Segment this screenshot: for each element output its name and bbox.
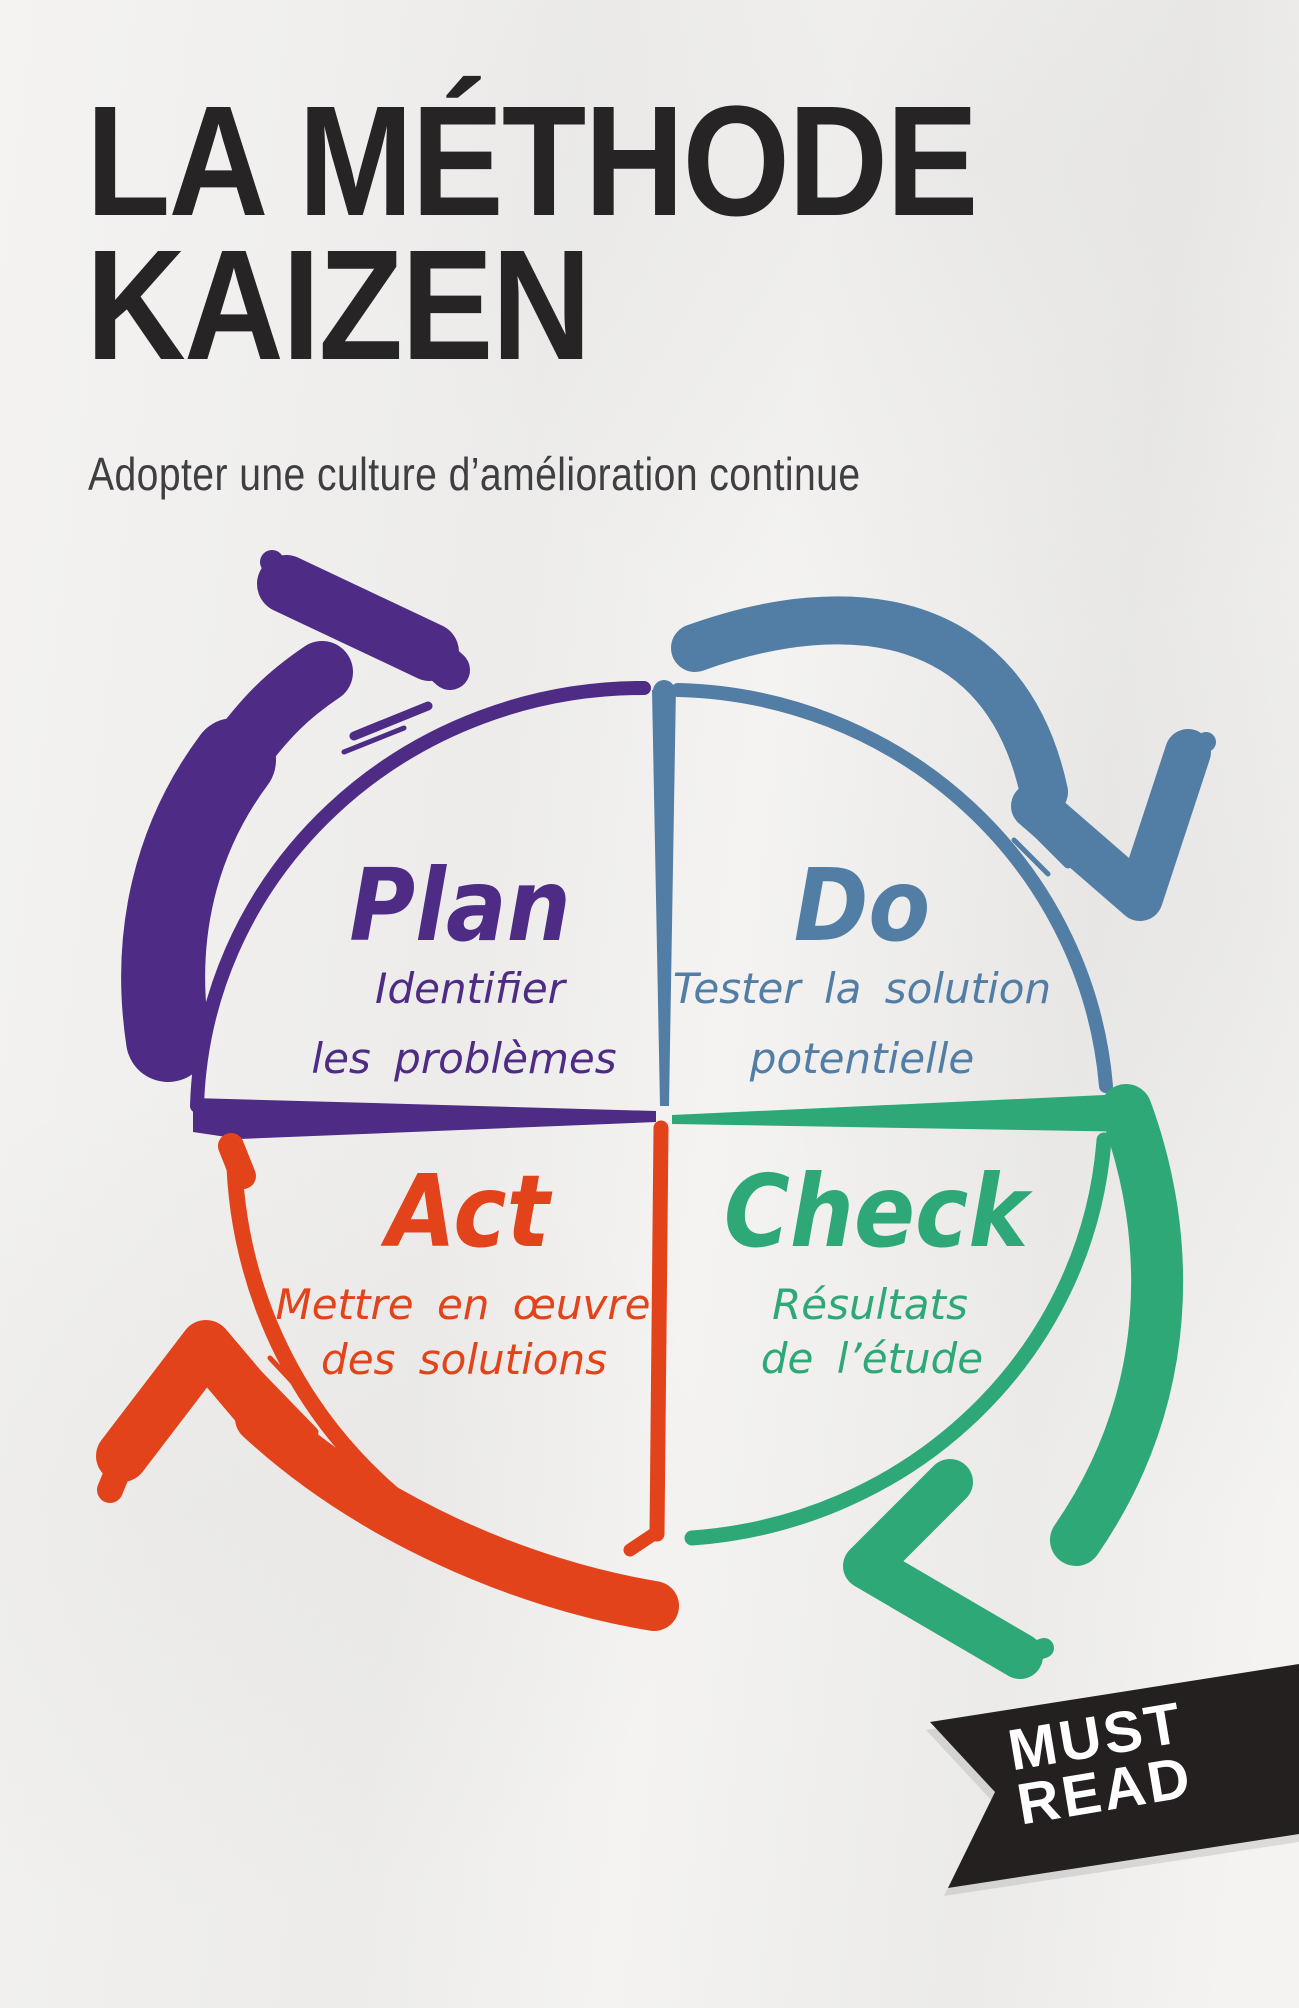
act-brush-sliver-2 [267,1355,331,1423]
act-arc-end-blob [218,1133,256,1189]
check-arrowhead [843,1459,1043,1679]
plan-arrow-body-upper [203,641,353,791]
title-line-1: LA MÉTHODE [86,74,978,249]
act-desc-line1: Mettre en œuvre [275,1280,651,1329]
plan-brush-sliver-2 [341,725,407,755]
check-label: Check [723,1153,1029,1270]
act-arrowhead-foot [97,1443,137,1503]
plan-arrowhead [257,555,459,681]
check-arrowhead-flick [1010,1638,1054,1666]
act-desc-line2: des solutions [321,1335,607,1384]
plan-arrow-body [121,718,276,1082]
plan-label: Plan [349,847,571,964]
do-divider-wedge [652,686,676,1106]
act-arrow-body [235,1393,679,1631]
page-title: LA MÉTHODE KAIZEN [86,74,978,394]
plan-arrowhead-tip [410,632,470,690]
plan-quarter-arc [190,680,651,1113]
check-quarter-arc [684,1132,1112,1546]
do-label: Do [793,847,931,964]
check-brush-sliver-2 [885,1487,935,1541]
must-read-flag [926,1664,1299,1896]
do-divider-cap [653,680,675,702]
do-desc-line2: potentielle [749,1034,975,1083]
act-label: Act [386,1153,550,1270]
check-equator-wedge [672,1094,1142,1132]
do-arrowhead-flick [1174,732,1216,762]
do-quarter-arc [671,683,1113,1093]
act-divider-line [649,1120,669,1542]
do-arrowhead [1011,729,1211,921]
subtitle: Adopter une culture d’amélioration conti… [88,448,861,500]
plan-desc-line1: Identifier [375,964,565,1013]
do-arrow-body [671,596,1068,816]
act-divider-foot [623,1525,664,1557]
do-brush-sliver-2 [1011,837,1051,877]
act-arrowhead [96,1320,298,1482]
do-brush-sliver-1 [1021,817,1073,869]
do-quadrant-graphics [652,596,1216,1106]
check-arrow-body [1050,1084,1184,1566]
plan-arrowhead-flick [260,550,300,598]
act-brush-sliver-1 [247,1363,319,1437]
plan-brush-sliver-1 [349,701,433,741]
flag-shape [930,1664,1299,1888]
check-desc-line1: Résultats [772,1280,968,1329]
plan-desc-line2: les problèmes [311,1034,617,1083]
title-line-2: KAIZEN [86,218,591,394]
plan-quadrant-graphics [121,550,656,1139]
do-desc-line1: Tester la solution [672,964,1052,1013]
check-quadrant-graphics [672,1084,1184,1679]
act-quadrant-graphics [96,1120,679,1631]
check-desc-line2: de l’étude [760,1334,984,1383]
plan-equator-wedge [193,1098,656,1139]
